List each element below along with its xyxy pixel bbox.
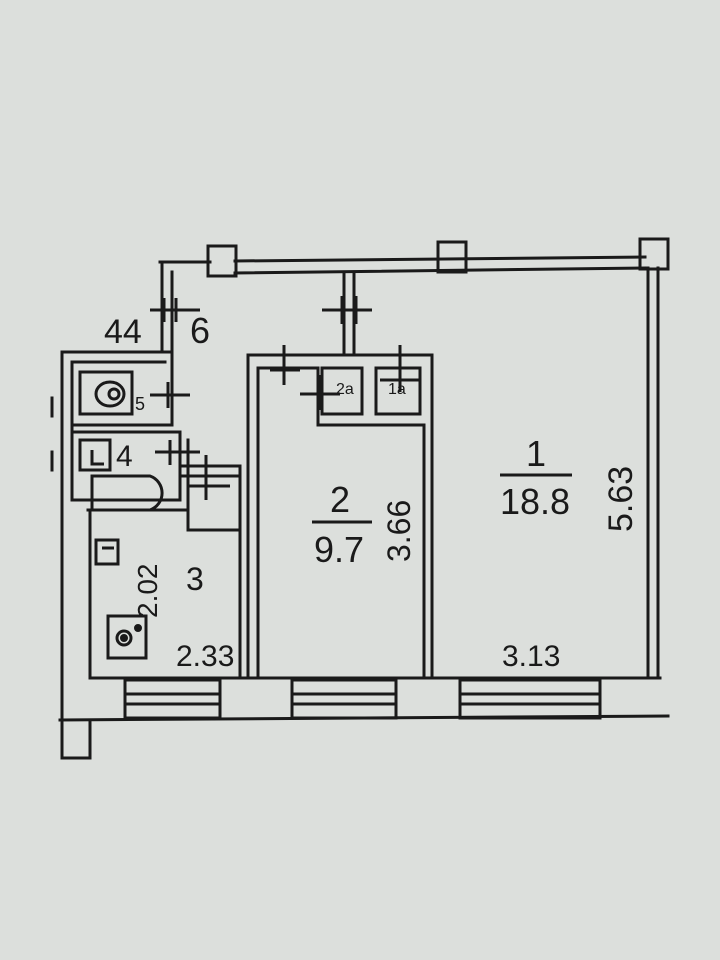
stove-knob-icon xyxy=(134,624,142,632)
door-mark-closet-2a xyxy=(300,375,340,410)
room2-area-label: 9.7 xyxy=(314,529,364,570)
sink-icon xyxy=(78,438,112,472)
room5-number-label: 5 xyxy=(135,394,145,414)
room3-length-label: 2.02 xyxy=(132,564,163,619)
door-mark-corridor xyxy=(150,298,200,322)
top-wall-outer xyxy=(233,255,647,263)
closet-1a-label: 1a xyxy=(388,381,406,398)
stove-icon xyxy=(106,614,148,660)
sink-tap-icon xyxy=(90,450,104,466)
room1-area-label: 18.8 xyxy=(500,481,570,522)
door-marks xyxy=(150,296,420,500)
stove-burner-icon xyxy=(115,629,133,647)
room6-number-label: 6 xyxy=(190,310,210,351)
door-mark-bath xyxy=(155,440,200,465)
kitchen-sink-icon xyxy=(94,538,120,566)
window-room2 xyxy=(290,678,398,720)
door-mark-room2 xyxy=(270,345,300,385)
room2-length-label: 3.66 xyxy=(381,500,417,562)
closet-2a-box xyxy=(320,366,364,416)
window-room1 xyxy=(458,678,602,720)
room4-number-label: 4 xyxy=(116,440,133,473)
column-box-left xyxy=(206,244,238,278)
fixtures xyxy=(78,370,164,660)
room1-width-label: 3.13 xyxy=(502,640,560,673)
room3-width-label: 2.33 xyxy=(176,640,234,673)
door-mark-wc xyxy=(150,382,190,408)
closet-1a-box xyxy=(374,366,422,416)
toilet-icon xyxy=(78,370,134,416)
closet-2a-label: 2a xyxy=(336,381,354,398)
toilet-drain-icon xyxy=(107,387,121,401)
bathtub-icon xyxy=(90,474,164,512)
room1-number-label: 1 xyxy=(526,433,546,474)
building-number-label: 44 xyxy=(104,313,142,351)
door-mark-room1 xyxy=(322,296,372,324)
room2-number-label: 2 xyxy=(330,479,350,520)
room3-number-label: 3 xyxy=(186,561,204,597)
stove-burner-center-icon xyxy=(120,634,128,642)
toilet-bowl-icon xyxy=(94,380,126,408)
column-box-right xyxy=(638,237,670,271)
column-box-middle xyxy=(436,240,468,274)
window-room3 xyxy=(123,678,222,720)
door-mark-closet-1a xyxy=(380,345,420,392)
room1-length-label: 5.63 xyxy=(602,466,640,532)
door-mark-kitchen xyxy=(188,455,230,500)
